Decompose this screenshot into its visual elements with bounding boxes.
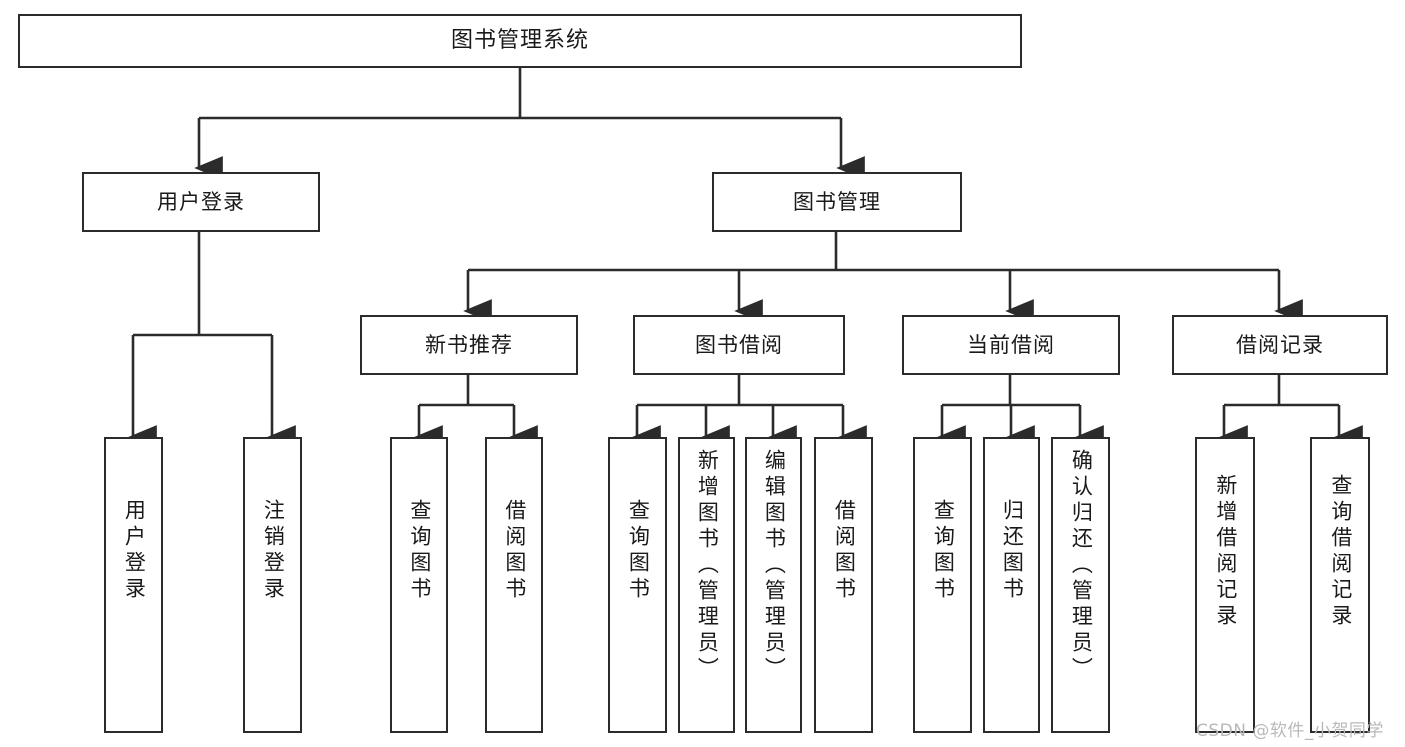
node-book-borrow[interactable]: 图书借阅 bbox=[633, 315, 845, 375]
leaf-user-login[interactable]: 用户登录 bbox=[104, 437, 163, 733]
leaf-return-book[interactable]: 归还图书 bbox=[983, 437, 1040, 733]
leaf-query-book-current[interactable]: 查询图书 bbox=[913, 437, 972, 733]
leaf-query-book-borrow-label: 查询图书 bbox=[626, 499, 651, 603]
leaf-add-borrow-record[interactable]: 新增借阅记录 bbox=[1195, 437, 1255, 733]
node-borrow-record[interactable]: 借阅记录 bbox=[1172, 315, 1388, 375]
leaf-borrow-book-recommend[interactable]: 借阅图书 bbox=[485, 437, 543, 733]
leaf-return-book-label: 归还图书 bbox=[1000, 499, 1025, 603]
node-current-borrow-label: 当前借阅 bbox=[967, 332, 1055, 357]
node-borrow-record-label: 借阅记录 bbox=[1236, 332, 1324, 357]
node-new-book-recommend-label: 新书推荐 bbox=[425, 332, 513, 357]
leaf-query-book-recommend-label: 查询图书 bbox=[407, 499, 432, 603]
node-book-borrow-label: 图书借阅 bbox=[695, 332, 783, 357]
node-book-management-label: 图书管理 bbox=[793, 189, 881, 214]
leaf-query-book-recommend[interactable]: 查询图书 bbox=[390, 437, 448, 733]
leaf-confirm-return-admin-label: 确认归还（管理员） bbox=[1069, 449, 1094, 683]
node-current-borrow[interactable]: 当前借阅 bbox=[902, 315, 1120, 375]
leaf-query-borrow-record-label: 查询借阅记录 bbox=[1328, 474, 1353, 630]
leaf-add-book-admin[interactable]: 新增图书（管理员） bbox=[678, 437, 735, 733]
node-new-book-recommend[interactable]: 新书推荐 bbox=[360, 315, 578, 375]
leaf-add-borrow-record-label: 新增借阅记录 bbox=[1213, 474, 1238, 630]
leaf-borrow-book-recommend-label: 借阅图书 bbox=[502, 499, 527, 603]
leaf-edit-book-admin[interactable]: 编辑图书（管理员） bbox=[745, 437, 802, 733]
leaf-query-borrow-record[interactable]: 查询借阅记录 bbox=[1310, 437, 1370, 733]
leaf-user-logout[interactable]: 注销登录 bbox=[243, 437, 302, 733]
leaf-confirm-return-admin[interactable]: 确认归还（管理员） bbox=[1051, 437, 1110, 733]
leaf-user-logout-label: 注销登录 bbox=[261, 499, 286, 603]
leaf-edit-book-admin-label: 编辑图书（管理员） bbox=[762, 449, 787, 683]
node-root[interactable]: 图书管理系统 bbox=[18, 14, 1022, 68]
node-book-management[interactable]: 图书管理 bbox=[712, 172, 962, 232]
node-root-label: 图书管理系统 bbox=[450, 28, 589, 54]
leaf-borrow-book-borrow[interactable]: 借阅图书 bbox=[814, 437, 873, 733]
leaf-query-book-current-label: 查询图书 bbox=[931, 499, 956, 603]
leaf-query-book-borrow[interactable]: 查询图书 bbox=[608, 437, 667, 733]
leaf-user-login-label: 用户登录 bbox=[122, 499, 147, 603]
leaf-borrow-book-borrow-label: 借阅图书 bbox=[832, 499, 857, 603]
node-user-login[interactable]: 用户登录 bbox=[82, 172, 320, 232]
leaf-add-book-admin-label: 新增图书（管理员） bbox=[695, 449, 720, 683]
node-user-login-label: 用户登录 bbox=[157, 189, 245, 214]
